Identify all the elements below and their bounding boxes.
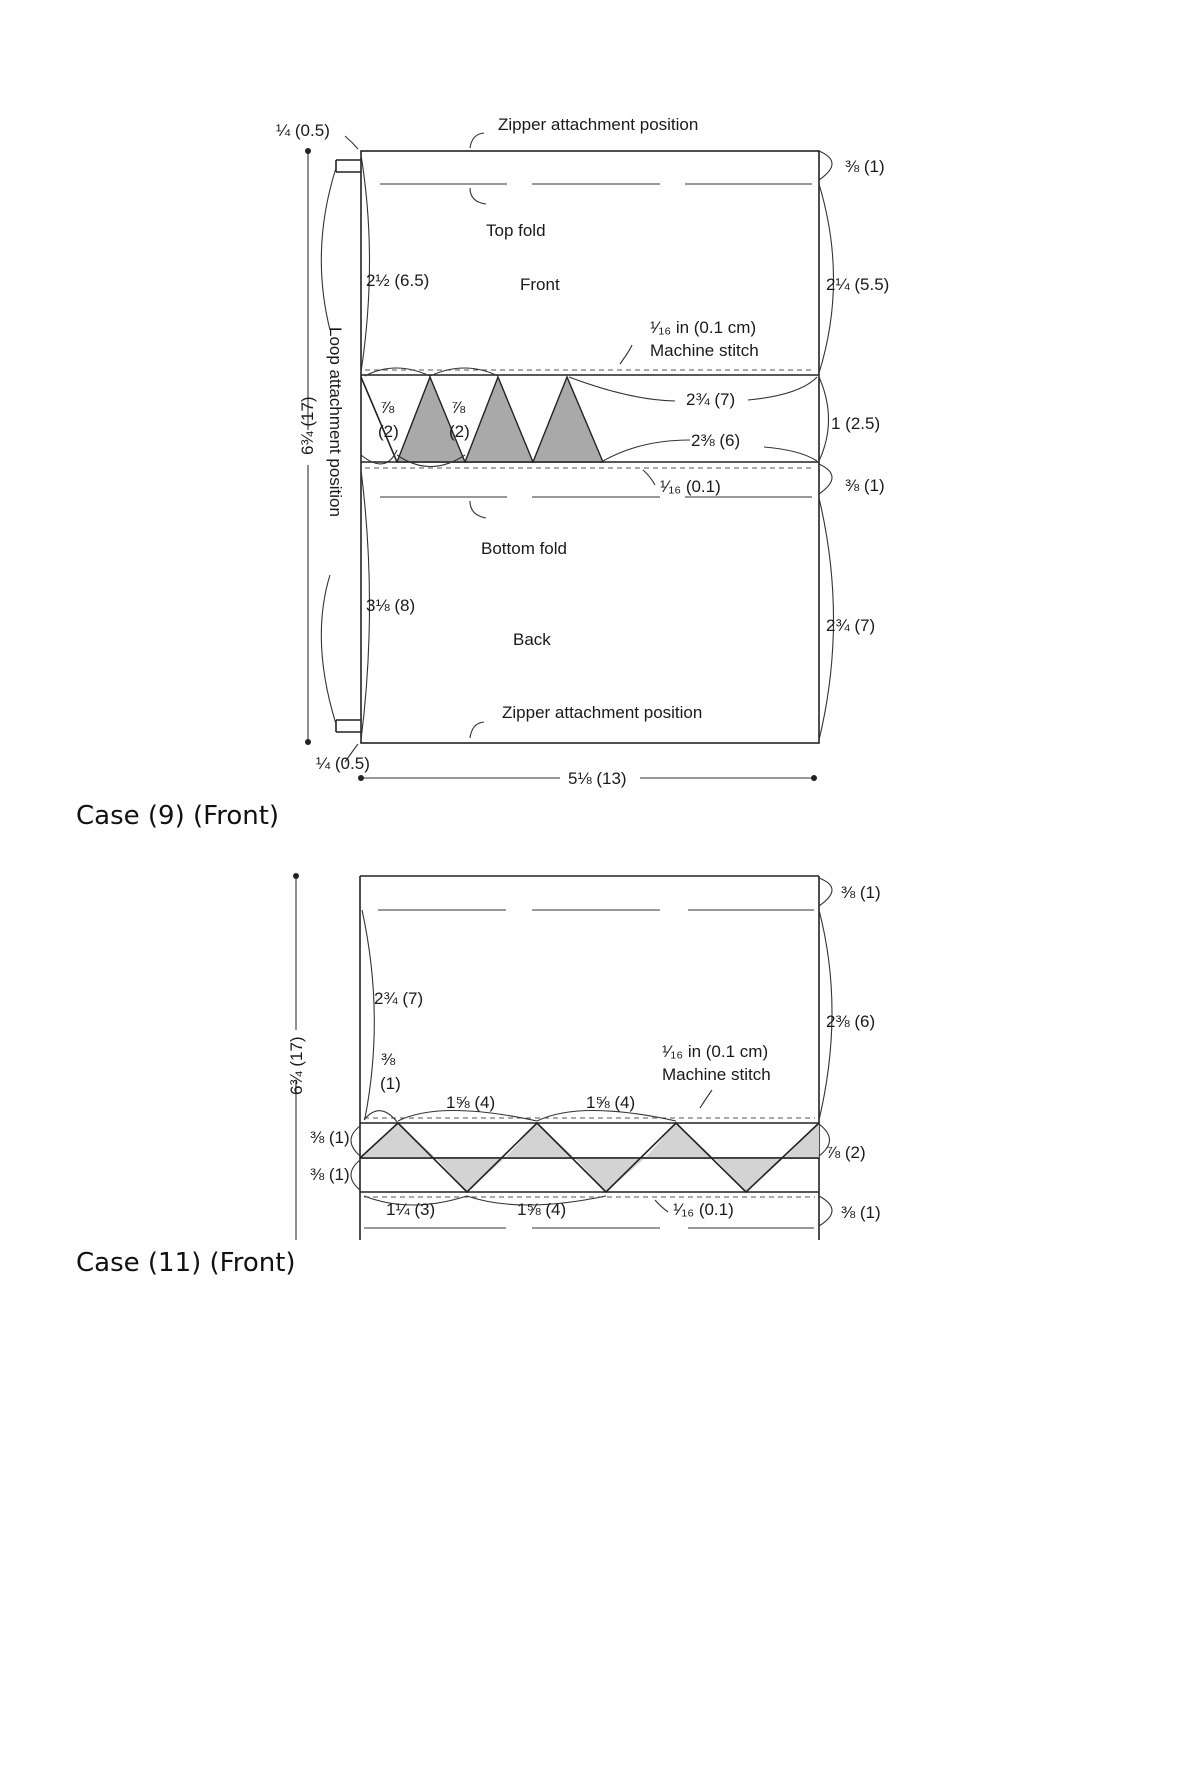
case9-strip-c-label: ¹⁄₁₆ (0.1) xyxy=(660,477,721,496)
case11-right-upper-label: 2⅜ (6) xyxy=(826,1012,875,1031)
case11-bot-span2-label: 1⅝ (4) xyxy=(517,1200,566,1219)
case9-back-label: Back xyxy=(513,630,551,649)
case9-quarter-top-label: ¼ (0.5) xyxy=(276,121,330,140)
case11-left-upper-label: 2¾ (7) xyxy=(374,989,423,1008)
case9-stitch-label-2: Machine stitch xyxy=(650,341,759,360)
case9-loop-tabs xyxy=(335,159,361,733)
case11-top-span2-label: 1⅝ (4) xyxy=(586,1093,635,1112)
case9-tri1-bot-label: (2) xyxy=(378,422,399,441)
case11-stitch-label-2: Machine stitch xyxy=(662,1065,771,1084)
case11-strip-lower-label: ⅜ (1) xyxy=(310,1165,350,1184)
case9-right-upper-label: 2¼ (5.5) xyxy=(826,275,889,294)
case9-loop-label: Loop attachment position xyxy=(326,327,345,517)
case11-left-small-bot-label: (1) xyxy=(380,1074,401,1093)
case9-tri2-bot-label: (2) xyxy=(449,422,470,441)
case9-left-upper-label: 2½ (6.5) xyxy=(366,271,429,290)
case9-zipper-bottom-label: Zipper attachment position xyxy=(502,703,702,722)
case11-strip-upper-label: ⅜ (1) xyxy=(310,1128,350,1147)
case9-leaders xyxy=(320,132,835,763)
case11-right-strip-label: ⅞ (2) xyxy=(826,1143,866,1162)
case9-strip-b-label: 2⅜ (6) xyxy=(691,431,740,450)
case11-leaders xyxy=(350,877,833,1227)
case11-stitch-label-1: ¹⁄₁₆ in (0.1 cm) xyxy=(662,1042,768,1061)
case11-zigzag-triangles xyxy=(359,1121,820,1194)
case9-left-lower-label: 3⅛ (8) xyxy=(366,596,415,615)
case9-height-label: 6¾ (17) xyxy=(298,396,317,455)
case9-stitch-label-1: ¹⁄₁₆ in (0.1 cm) xyxy=(650,318,756,337)
case11-right-top-label: ⅜ (1) xyxy=(841,883,881,902)
case11-bot-span1-label: 1¼ (3) xyxy=(386,1200,435,1219)
case11-top-span1-label: 1⅝ (4) xyxy=(446,1093,495,1112)
case9-outline xyxy=(360,150,820,744)
case9-quarter-bottom-label: ¼ (0.5) xyxy=(316,754,370,773)
case11-right-bottom-label: ⅜ (1) xyxy=(841,1203,881,1222)
case9-tri2-top-label: ⅞ xyxy=(451,398,466,417)
case11-height-label: 6¾ (17) xyxy=(287,1036,306,1095)
case9-front-label: Front xyxy=(520,275,560,294)
case11-bot-span3-label: ¹⁄₁₆ (0.1) xyxy=(673,1200,734,1219)
case9-tri1-top-label: ⅞ xyxy=(380,398,395,417)
case9-zipper-top-label: Zipper attachment position xyxy=(498,115,698,134)
case9-right-lower-label: 2¾ (7) xyxy=(826,616,875,635)
case9-top-fold-label: Top fold xyxy=(486,221,546,240)
case11-diagram: 2¾ (7) ⅜ (1) 1⅝ (4) 1⅝ (4) ¹⁄₁₆ in (0.1 … xyxy=(76,873,881,1278)
case11-caption: Case (11) (Front) xyxy=(76,1248,296,1278)
case9-strip-a-label: 2¾ (7) xyxy=(686,390,735,409)
case11-left-small-top-label: ⅜ xyxy=(381,1050,396,1069)
case9-right-mid-label: ⅜ (1) xyxy=(845,476,885,495)
case9-triangles xyxy=(360,375,605,463)
case9-diagram: Zipper attachment position Top fold Fron… xyxy=(76,115,889,831)
case9-width-label: 5⅛ (13) xyxy=(568,769,627,788)
case9-right-strip-label: 1 (2.5) xyxy=(831,414,880,433)
case9-right-top-label: ⅜ (1) xyxy=(845,157,885,176)
case9-bottom-fold-label: Bottom fold xyxy=(481,539,567,558)
case9-caption: Case (9) (Front) xyxy=(76,801,279,831)
